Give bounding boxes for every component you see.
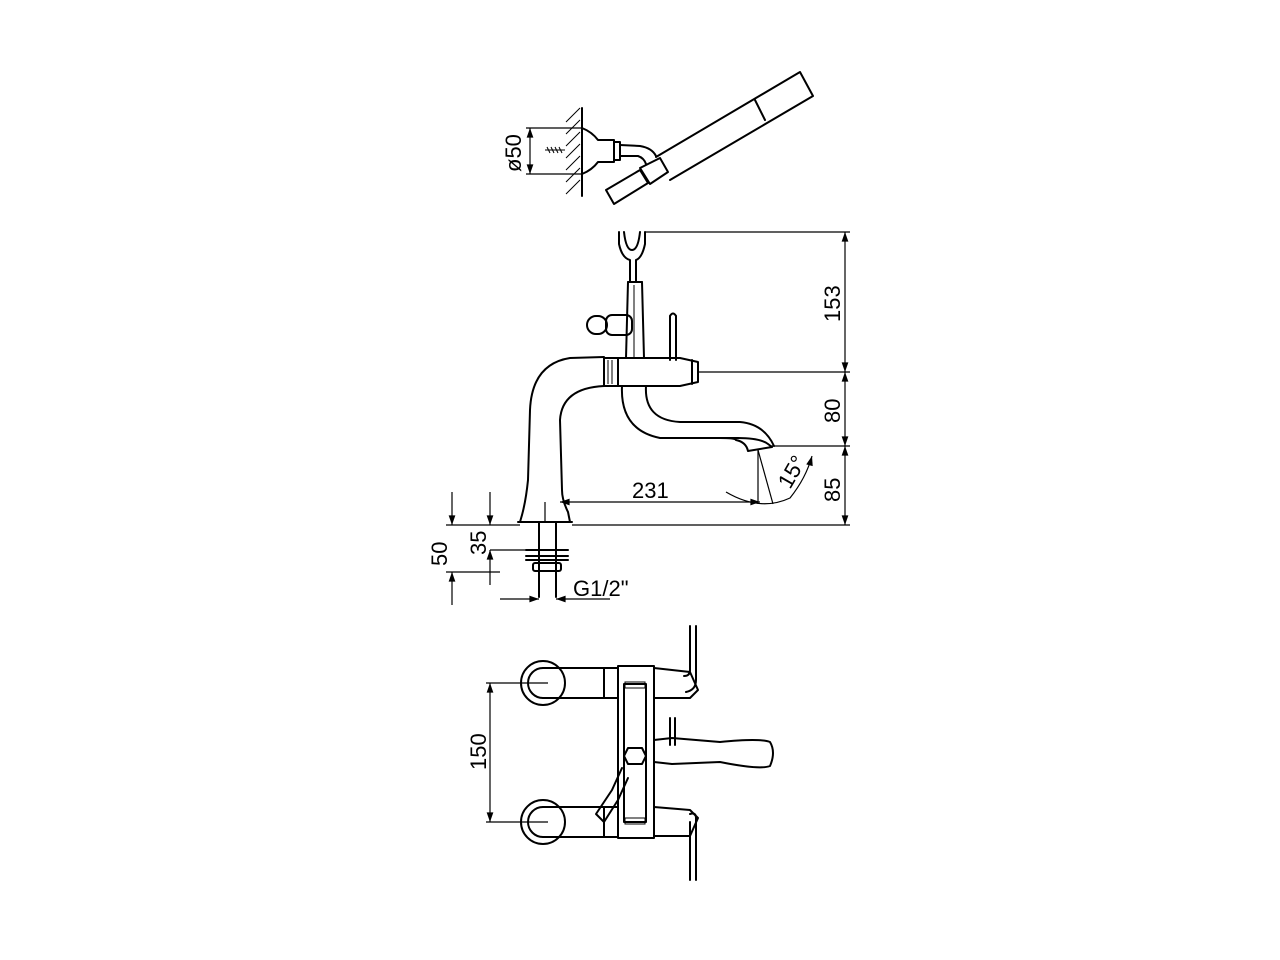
side-elevation-view: 153 80 85 231 15° 50 35 G1/2" xyxy=(427,231,850,605)
wall-hatching xyxy=(565,107,581,195)
dim-spout-drop-label: 80 xyxy=(820,399,845,423)
dim-spout-clearance-label: 85 xyxy=(820,478,845,502)
dim-spout-angle-label: 15° xyxy=(773,451,811,492)
hand-shower-bracket-view: ø50 xyxy=(501,71,814,205)
dim-shank-total-label: 50 xyxy=(427,542,452,566)
plan-view: 150 xyxy=(466,625,774,881)
dim-diameter-label: ø50 xyxy=(501,134,526,172)
dim-shank-deck-label: 35 xyxy=(466,531,491,555)
dim-spout-reach-label: 231 xyxy=(632,478,669,503)
dim-centres-label: 150 xyxy=(466,733,491,770)
dim-hook-height-label: 153 xyxy=(820,285,845,322)
dim-thread-label: G1/2" xyxy=(573,576,629,601)
